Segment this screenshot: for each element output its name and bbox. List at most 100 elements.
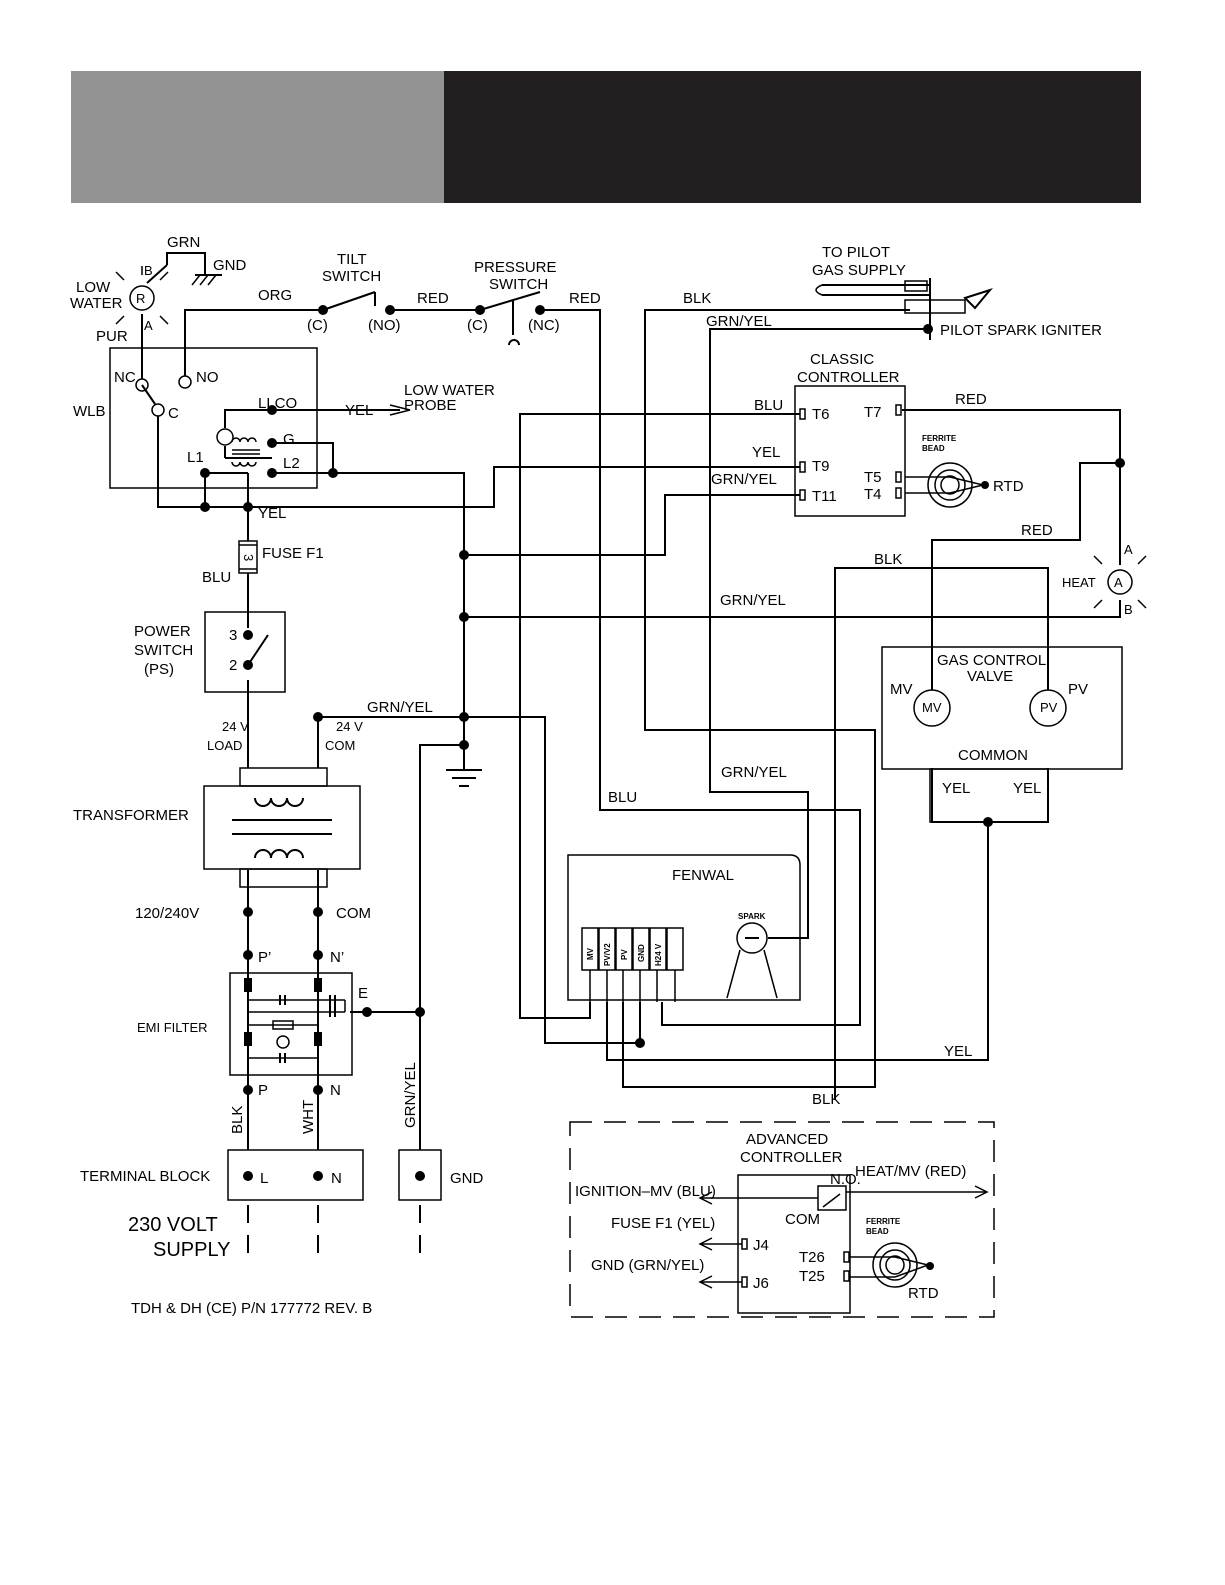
power-switch-blade bbox=[247, 634, 269, 666]
label-rtd-classic: RTD bbox=[993, 478, 1024, 495]
label-blu-fuse: BLU bbox=[202, 569, 231, 586]
power-switch-box bbox=[204, 611, 286, 693]
label-gnd-grnyel: GND (GRN/YEL) bbox=[591, 1257, 704, 1274]
label-heat-a-top: A bbox=[1124, 542, 1133, 557]
label-rtd-adv: RTD bbox=[908, 1285, 939, 1302]
label-blk-fenwal: BLK bbox=[812, 1091, 840, 1108]
wlb-switch-blade bbox=[141, 384, 156, 405]
label-wht-supply: WHT bbox=[300, 1100, 317, 1134]
label-a-lw: A bbox=[144, 318, 153, 333]
wlb-box bbox=[109, 347, 318, 489]
probe-arrow bbox=[389, 404, 411, 416]
transformer bbox=[203, 767, 361, 888]
wlb-no-terminal bbox=[178, 375, 192, 389]
label-yel-pv: YEL bbox=[1013, 780, 1041, 797]
label-pv-inner: PV bbox=[1040, 700, 1058, 715]
label-lw-probe-2: PROBE bbox=[404, 397, 457, 414]
header-gray-block bbox=[71, 71, 444, 203]
label-pressure-2: SWITCH bbox=[489, 276, 548, 293]
label-wlb: WLB bbox=[73, 403, 106, 420]
label-power-1: POWER bbox=[134, 623, 191, 640]
ferrite-bead-advanced bbox=[850, 1242, 934, 1288]
label-n-terminal: N bbox=[331, 1170, 342, 1187]
label-supply-1: 230 VOLT bbox=[128, 1214, 218, 1236]
label-c: C bbox=[168, 405, 179, 422]
advanced-option-box bbox=[569, 1121, 995, 1318]
label-p: P bbox=[258, 1082, 268, 1099]
label-com-supply: COM bbox=[336, 905, 371, 922]
label-com-adv: COM bbox=[785, 1211, 820, 1228]
gnd-terminal-box bbox=[398, 1149, 442, 1201]
label-l1: L1 bbox=[187, 449, 204, 466]
label-fuse-3: 3 bbox=[241, 554, 256, 561]
label-ps-3: 3 bbox=[229, 627, 237, 644]
label-power-2: SWITCH bbox=[134, 642, 193, 659]
terminal-block-box bbox=[227, 1149, 364, 1201]
label-t6: T6 bbox=[812, 406, 830, 423]
label-org: ORG bbox=[258, 287, 292, 304]
label-no-dot: N.O. bbox=[830, 1171, 861, 1188]
label-24v-load: 24 V bbox=[222, 719, 249, 734]
fenwal-box bbox=[567, 854, 801, 1001]
label-fuse: FUSE F1 bbox=[262, 545, 324, 562]
mv-coil bbox=[913, 689, 951, 727]
label-grnyel-t11: GRN/YEL bbox=[711, 471, 777, 488]
label-yel-fenwal: YEL bbox=[944, 1043, 972, 1060]
fenwal-spark-electrode bbox=[726, 922, 778, 999]
label-l: L bbox=[260, 1170, 268, 1187]
label-pin-h24v: H24 V bbox=[654, 943, 663, 966]
label-blk-pv: BLK bbox=[874, 551, 902, 568]
label-l2: L2 bbox=[283, 455, 300, 472]
label-red-mv: RED bbox=[1021, 522, 1053, 539]
label-blu-mid: BLU bbox=[608, 789, 637, 806]
label-supply-2: SUPPLY bbox=[153, 1239, 230, 1261]
label-low: LOW bbox=[76, 279, 111, 296]
label-nc: NC bbox=[114, 369, 136, 386]
label-transformer: TRANSFORMER bbox=[73, 807, 189, 824]
label-mv-inner: MV bbox=[922, 700, 942, 715]
label-t25: T25 bbox=[799, 1268, 825, 1285]
header-black-block bbox=[444, 71, 1141, 203]
label-water: WATER bbox=[70, 295, 123, 312]
label-fenwal: FENWAL bbox=[672, 867, 734, 884]
label-j6: J6 bbox=[753, 1275, 769, 1292]
label-grn-top: GRN bbox=[167, 234, 200, 251]
label-t26: T26 bbox=[799, 1249, 825, 1266]
label-terminal-block: TERMINAL BLOCK bbox=[80, 1168, 210, 1185]
label-t5: T5 bbox=[864, 469, 882, 486]
label-pressure-c: (C) bbox=[467, 317, 488, 334]
label-24v-com: 24 V bbox=[336, 719, 363, 734]
heat-light bbox=[1093, 555, 1147, 609]
label-classic-2: CONTROLLER bbox=[797, 369, 900, 386]
label-heat-b: B bbox=[1124, 602, 1133, 617]
label-ferrite-2: BEAD bbox=[922, 444, 945, 453]
label-tilt-1: TILT bbox=[337, 251, 367, 268]
label-classic-1: CLASSIC bbox=[810, 351, 874, 368]
fuse-f1 bbox=[238, 540, 258, 574]
label-pin-pvv2: PV/V2 bbox=[603, 943, 612, 966]
label-tilt-2: SWITCH bbox=[322, 268, 381, 285]
label-grnyel-top: GRN/YEL bbox=[706, 313, 772, 330]
llco-coil bbox=[216, 428, 234, 446]
fenwal-connectors bbox=[581, 927, 684, 1002]
label-heat-mv: HEAT/MV (RED) bbox=[855, 1163, 966, 1180]
label-gas-valve-2: VALVE bbox=[967, 668, 1013, 685]
label-g: G bbox=[283, 431, 295, 448]
label-pilot-gas-2: GAS SUPPLY bbox=[812, 262, 906, 279]
label-blu-t6: BLU bbox=[754, 397, 783, 414]
label-b-lw: B bbox=[144, 263, 153, 278]
label-ferrite-adv-2: BEAD bbox=[866, 1227, 889, 1236]
label-yel-t9: YEL bbox=[752, 444, 780, 461]
label-common: COMMON bbox=[958, 747, 1028, 764]
label-grnyel-supply: GRN/YEL bbox=[402, 1062, 419, 1128]
label-blk-supply: BLK bbox=[229, 1106, 246, 1134]
label-red-t7: RED bbox=[955, 391, 987, 408]
label-blk-top: BLK bbox=[683, 290, 711, 307]
label-ignition: IGNITION–MV (BLU) bbox=[575, 1183, 716, 1200]
label-fuse-yel: FUSE F1 (YEL) bbox=[611, 1215, 715, 1232]
label-volt: 120/240V bbox=[135, 905, 199, 922]
label-p-prime: P’ bbox=[258, 949, 271, 966]
label-t9: T9 bbox=[812, 458, 830, 475]
chassis-ground-symbol bbox=[191, 274, 222, 286]
label-t7: T7 bbox=[864, 404, 882, 421]
